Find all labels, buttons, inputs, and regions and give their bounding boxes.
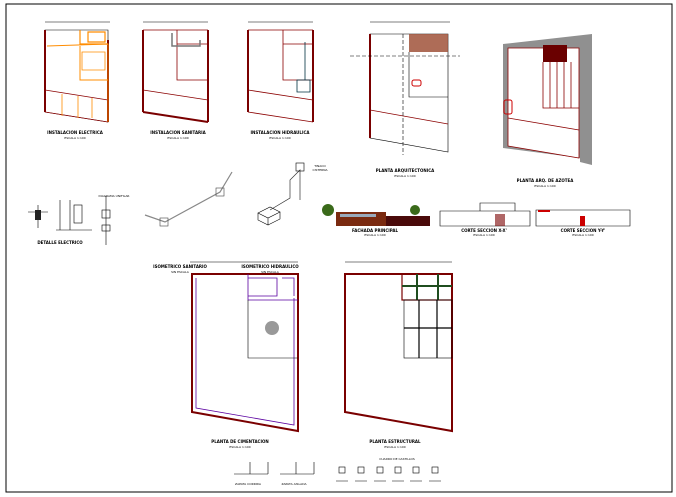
plan-title: INSTALACION SANITARIA (150, 130, 206, 135)
plan-scale: ESCALA 1:100 (269, 136, 290, 140)
tank-label: TINACO (313, 164, 326, 168)
plan-structural: PLANTA ESTRUCTURAL ESCALA 1:100 (344, 261, 453, 449)
plan-electrical: INSTALACION ELECTRICA ESCALA 1:100 (44, 21, 110, 140)
plan-scale: ESCALA 1:100 (64, 136, 85, 140)
isometric-sanitary: ISOMETRICO SANITARIO SIN ESCALA (144, 171, 233, 274)
elevation-title: CORTE SECCION X-X' (461, 228, 507, 233)
plan-title: PLANTA DE CIMENTACION (211, 439, 268, 444)
tank-sublabel: CISTERNA (313, 168, 329, 172)
detail-title: DIAGRAMA UNIFILAR (99, 194, 130, 198)
detail-title: ZAPATA CORRIDA (235, 482, 262, 486)
elevation-scale: ESCALA 1:100 (364, 233, 385, 237)
column-table: CUADRO DE CASTILLOS (336, 457, 441, 482)
plan-architectural: PLANTA ARQUITECTONICA ESCALA 1:100 (350, 21, 460, 178)
plan-hydraulic: INSTALACION HIDRAULICA ESCALA 1:100 (247, 21, 314, 140)
detail-title: ISOMETRICO SANITARIO (153, 264, 207, 269)
sheet-border (5, 3, 673, 493)
detail-title: DETALLE ELECTRICO (37, 240, 83, 245)
plan-scale: ESCALA 1:100 (167, 136, 188, 140)
plan-title: PLANTA ARQUITECTONICA (376, 168, 435, 173)
detail-electrical: DETALLE ELECTRICO (28, 200, 92, 245)
isometric-hydraulic: TINACO CISTERNA ISOMETRICO HIDRAULICO SI… (241, 162, 329, 274)
elevation-scale: ESCALA 1:100 (473, 233, 494, 237)
detail-title: ZAPATA AISLADA (281, 482, 307, 486)
plan-roof: PLANTA ARQ. DE AZOTEA ESCALA 1:100 (503, 34, 592, 188)
plan-sanitary: INSTALACION SANITARIA ESCALA 1:100 (142, 21, 209, 140)
table-title: CUADRO DE CASTILLOS (379, 457, 415, 461)
plan-scale: ESCALA 1:100 (384, 445, 405, 449)
elevation-title: CORTE SECCION Y-Y' (561, 228, 606, 233)
plan-scale: ESCALA 1:100 (394, 174, 415, 178)
plan-scale: ESCALA 1:100 (229, 445, 250, 449)
detail-scale: SIN ESCALA (261, 270, 280, 274)
footing-detail-1: ZAPATA CORRIDA (234, 462, 269, 486)
plan-title: INSTALACION ELECTRICA (47, 130, 104, 135)
detail-title: ISOMETRICO HIDRAULICO (241, 264, 299, 269)
elevation-title: FACHADA PRINCIPAL (352, 228, 398, 233)
plan-foundation: PLANTA DE CIMENTACION ESCALA 1:100 (190, 261, 299, 449)
elevation-scale: ESCALA 1:100 (572, 233, 593, 237)
detail-scale: SIN ESCALA (171, 270, 190, 274)
elevation-main-facade: FACHADA PRINCIPAL ESCALA 1:100 (322, 204, 430, 237)
plan-title: INSTALACION HIDRAULICA (251, 130, 311, 135)
plan-scale: ESCALA 1:100 (534, 184, 555, 188)
footing-detail-2: ZAPATA AISLADA (280, 462, 315, 486)
plan-title: PLANTA ESTRUCTURAL (369, 439, 421, 444)
detail-single-line: DIAGRAMA UNIFILAR (99, 194, 130, 245)
section-x-x: CORTE SECCION X-X' ESCALA 1:100 (439, 202, 531, 237)
plan-title: PLANTA ARQ. DE AZOTEA (517, 178, 575, 183)
section-y-y: CORTE SECCION Y-Y' ESCALA 1:100 (535, 209, 631, 237)
